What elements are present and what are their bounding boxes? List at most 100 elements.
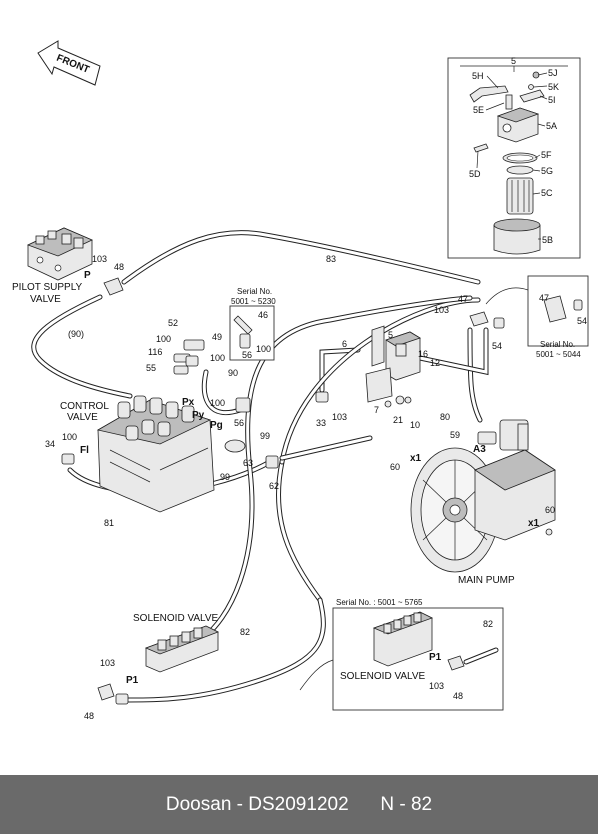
- serial-note-3: Serial No. : 5001 ~ 5765: [336, 598, 423, 607]
- caption-solenoid-valve-top: SOLENOID VALVE: [133, 613, 219, 624]
- component-captions: PILOT SUPPLY VALVE CONTROL VALVE MAIN PU…: [12, 282, 515, 682]
- callout-16: 16: [418, 349, 428, 359]
- callout-P1b: P1: [429, 652, 442, 663]
- caption-solenoid-valve-box: SOLENOID VALVE: [340, 671, 426, 682]
- caption-control-valve-line2: VALVE: [67, 412, 98, 423]
- serial-box-5044: [485, 275, 589, 347]
- footer-brand: Doosan: [165, 793, 232, 815]
- callout-59: 59: [450, 430, 460, 440]
- serial-box-5765: [299, 607, 504, 711]
- control-valve-fittings: [61, 339, 279, 469]
- callout-5D: 5D: [469, 169, 481, 179]
- callout-81: 81: [104, 518, 114, 528]
- callout-83: 83: [326, 254, 336, 264]
- callout-Py: Py: [192, 410, 205, 421]
- caption-main-pump: MAIN PUMP: [458, 575, 515, 586]
- serial-note-1-title: Serial No.: [237, 287, 272, 296]
- hose-lines: [31, 230, 489, 703]
- callout-99b: 99: [220, 472, 230, 482]
- callout-49: 49: [212, 332, 222, 342]
- callout-60a: 60: [390, 462, 400, 472]
- callout-5: 5: [511, 56, 516, 66]
- callout-54b: 54: [577, 316, 587, 326]
- callout-82b: 82: [483, 619, 493, 629]
- detail-box-solenoid-assembly: [447, 57, 581, 259]
- callout-Pg: Pg: [210, 420, 223, 431]
- callout-56b: 56: [234, 418, 244, 428]
- footer-gap: [349, 794, 381, 816]
- callout-103c: 103: [332, 412, 347, 422]
- callout-6: 6: [342, 339, 347, 349]
- hydraulic-pilot-line-diagram: FRONT: [12, 40, 589, 721]
- callout-5b: 5: [388, 330, 393, 340]
- callout-P-a: P: [84, 270, 91, 281]
- caption-pilot-supply-valve-line1: PILOT SUPPLY: [12, 282, 83, 293]
- callout-x1b: x1: [528, 518, 540, 529]
- serial-note-2-range: 5001 ~ 5044: [536, 350, 581, 359]
- footer-page: N - 82: [380, 793, 433, 815]
- callout-63: 63: [243, 458, 253, 468]
- main-pump: [410, 419, 556, 573]
- serial-note-1-range: 5001 ~ 5230: [231, 297, 276, 306]
- pilot-supply-valve: [26, 227, 124, 296]
- callout-100d: 100: [210, 398, 225, 408]
- footer-part-number: DS2091202: [248, 793, 349, 815]
- callout-90-paren: (90): [68, 329, 84, 339]
- callout-62: 62: [269, 481, 279, 491]
- callout-5G: 5G: [541, 166, 553, 176]
- callout-P1a: P1: [126, 675, 139, 686]
- footer-separator: -: [231, 793, 249, 815]
- callout-116: 116: [148, 347, 162, 357]
- callout-100e: 100: [62, 432, 77, 442]
- serial-note-2-title: Serial No.: [540, 340, 575, 349]
- callout-60b: 60: [545, 505, 555, 515]
- footer-bar: Doosan - DS2091202 N - 82: [0, 775, 598, 834]
- callout-48a: 48: [114, 262, 124, 272]
- callout-55: 55: [146, 363, 156, 373]
- center-solenoid-bracket: [315, 311, 505, 408]
- callout-46: 46: [258, 310, 268, 320]
- callout-103d: 103: [100, 658, 115, 668]
- callout-21: 21: [393, 415, 403, 425]
- serial-box-5230: [229, 305, 275, 361]
- callout-33: 33: [316, 418, 326, 428]
- front-arrow: FRONT: [37, 40, 101, 86]
- callout-12: 12: [430, 358, 440, 368]
- callout-100b: 100: [156, 334, 171, 344]
- callout-5C: 5C: [541, 188, 553, 198]
- callout-34: 34: [45, 439, 55, 449]
- callout-5E: 5E: [473, 105, 484, 115]
- callout-80: 80: [440, 412, 450, 422]
- callout-99a: 99: [260, 431, 270, 441]
- callout-5F: 5F: [541, 150, 552, 160]
- callout-5A: 5A: [546, 121, 557, 131]
- callout-47b: 47: [539, 293, 549, 303]
- callout-48b: 48: [84, 711, 94, 721]
- callout-labels: 5 5H 5J 5K 5I 5E 5A 5D 5F 5G 5C 5B 103 4…: [45, 56, 587, 721]
- callout-52: 52: [168, 318, 178, 328]
- callout-Fl: Fl: [80, 445, 89, 456]
- callout-82a: 82: [240, 627, 250, 637]
- serial-notes: Serial No. 5001 ~ 5230 Serial No. 5001 ~…: [231, 287, 581, 607]
- callout-5B: 5B: [542, 235, 553, 245]
- caption-pilot-supply-valve-line2: VALVE: [30, 294, 61, 305]
- callout-90b: 90: [228, 368, 238, 378]
- control-valve: [96, 395, 215, 513]
- callout-5H: 5H: [472, 71, 484, 81]
- callout-54a: 54: [492, 341, 502, 351]
- callout-48c: 48: [453, 691, 463, 701]
- callout-x1a: x1: [410, 453, 422, 464]
- callout-103b: 103: [434, 305, 449, 315]
- callout-5I: 5I: [548, 95, 556, 105]
- callout-10: 10: [410, 420, 420, 430]
- callout-47a: 47: [458, 294, 468, 304]
- callout-5K: 5K: [548, 82, 559, 92]
- callout-7: 7: [374, 405, 379, 415]
- solenoid-valve-bottom: [97, 625, 219, 705]
- callout-Px: Px: [182, 397, 195, 408]
- callout-103a: 103: [92, 254, 107, 264]
- callout-103e: 103: [429, 681, 444, 691]
- callout-100c: 100: [210, 353, 225, 363]
- callout-56a: 56: [242, 350, 252, 360]
- callout-100a: 100: [256, 344, 271, 354]
